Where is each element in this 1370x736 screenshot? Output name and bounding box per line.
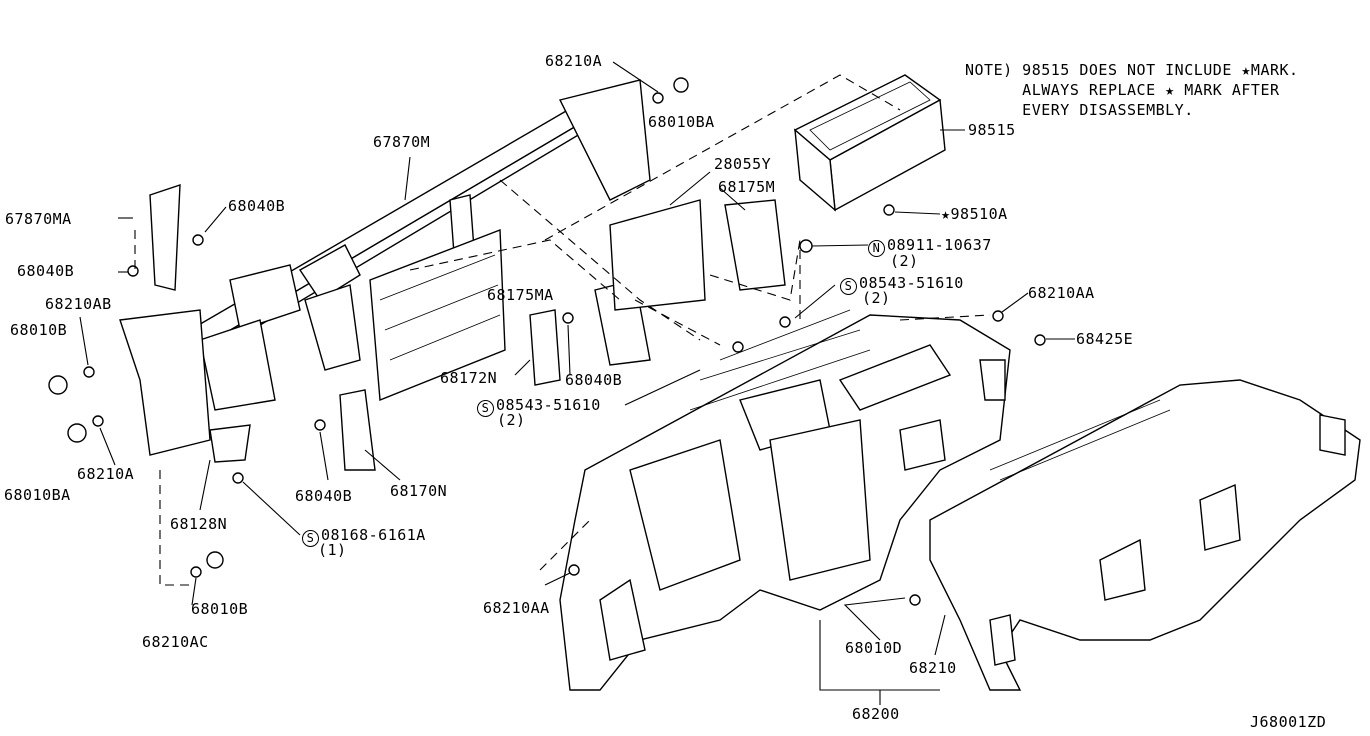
label-68175MA: 68175MA bbox=[487, 286, 554, 304]
note-line-3: EVERY DISASSEMBLY. bbox=[965, 101, 1194, 119]
s-circle-symbol: S bbox=[477, 400, 494, 417]
steering-member-67870M bbox=[188, 79, 651, 411]
label-68010B-b: 68010B bbox=[191, 600, 249, 618]
leader-lines bbox=[79, 61, 1075, 705]
note-line-2: ALWAYS REPLACE ★ MARK AFTER bbox=[965, 81, 1280, 99]
label-68010D: 68010D bbox=[845, 639, 903, 657]
label-68210AA-b: 68210AA bbox=[483, 599, 550, 617]
label-08543-b-qty: (2) bbox=[862, 289, 891, 307]
label-68128N: 68128N bbox=[170, 515, 228, 533]
label-68010BA-b: 68010BA bbox=[4, 486, 71, 504]
s-circle-symbol: S bbox=[840, 278, 857, 295]
label-68172N: 68172N bbox=[440, 369, 498, 387]
fasteners bbox=[48, 77, 1046, 606]
label-68010BA-top: 68010BA bbox=[648, 113, 715, 131]
label-68210AA-a: 68210AA bbox=[1028, 284, 1095, 302]
instrument-panel-68200 bbox=[559, 309, 1011, 691]
label-08543-b-text: 08543-51610 bbox=[859, 274, 964, 292]
label-28055Y: 28055Y bbox=[714, 155, 772, 173]
label-68210AB: 68210AB bbox=[45, 295, 112, 313]
label-98510A: ★98510A bbox=[941, 205, 1008, 223]
label-67870MA: 67870MA bbox=[5, 210, 72, 228]
label-68040B-a: 68040B bbox=[228, 197, 286, 215]
s-circle-symbol: S bbox=[302, 530, 319, 547]
label-68210: 68210 bbox=[909, 659, 957, 677]
label-08543-a-qty: (2) bbox=[497, 411, 526, 429]
instrument-panel-rear bbox=[929, 379, 1361, 691]
label-68040B-b: 68040B bbox=[17, 262, 75, 280]
left-bracket bbox=[119, 184, 251, 463]
note-text: NOTE) 98515 DOES NOT INCLUDE ★MARK. ALWA… bbox=[965, 60, 1299, 120]
label-08168-qty: (1) bbox=[318, 541, 347, 559]
label-67870M: 67870M bbox=[373, 133, 431, 151]
diagram-code: J68001ZD bbox=[1250, 713, 1327, 731]
dashed-lines bbox=[134, 74, 991, 586]
label-68040B-c: 68040B bbox=[565, 371, 623, 389]
label-68210AC: 68210AC bbox=[142, 633, 209, 651]
label-98515: 98515 bbox=[968, 121, 1016, 139]
label-08168-text: 08168-6161A bbox=[321, 526, 426, 544]
label-68040B-d: 68040B bbox=[295, 487, 353, 505]
center-brackets bbox=[339, 199, 786, 471]
label-08543-a-text: 08543-51610 bbox=[496, 396, 601, 414]
n-circle-symbol: N bbox=[868, 240, 885, 257]
note-line-1: NOTE) 98515 DOES NOT INCLUDE ★MARK. bbox=[965, 61, 1299, 79]
label-68210A-top: 68210A bbox=[545, 52, 603, 70]
label-68425E: 68425E bbox=[1076, 330, 1134, 348]
label-68010B-a: 68010B bbox=[10, 321, 68, 339]
label-68175M: 68175M bbox=[718, 178, 776, 196]
passenger-airbag-98515 bbox=[793, 74, 946, 212]
label-68210A-b: 68210A bbox=[77, 465, 135, 483]
label-08911-qty: (2) bbox=[890, 252, 919, 270]
label-68200: 68200 bbox=[852, 705, 900, 723]
label-68170N: 68170N bbox=[390, 482, 448, 500]
label-08911-text: 08911-10637 bbox=[887, 236, 992, 254]
